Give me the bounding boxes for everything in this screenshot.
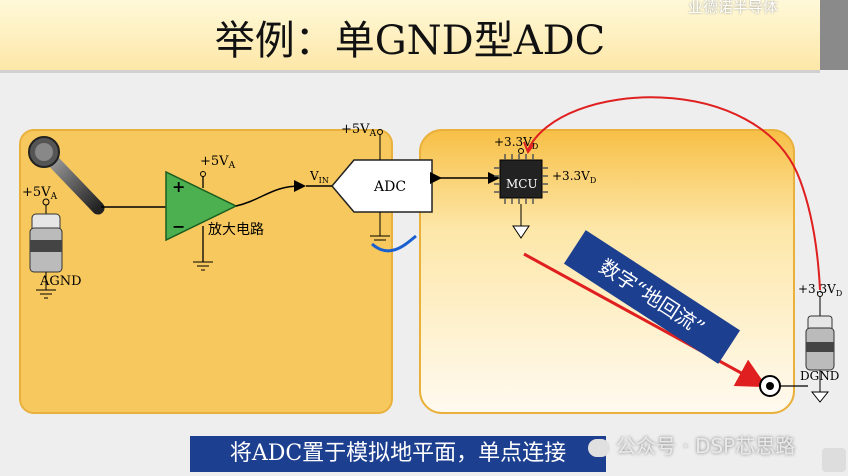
amp-vcc-label: +5V <box>200 154 229 169</box>
svg-text:+3.3VD: +3.3VD <box>798 282 842 298</box>
single-point-link <box>371 234 417 253</box>
supply-return-path <box>527 96 821 291</box>
mcu-chip <box>494 154 548 204</box>
adc-label: ADC <box>373 179 406 195</box>
mcu-vdd-top-label: +3.3V <box>494 135 532 149</box>
battery-icon <box>29 198 63 299</box>
single-ground-point <box>759 375 781 397</box>
amp-name: 放大电路 <box>208 222 264 238</box>
mcu-vdd-right-label: +3.3V <box>552 169 590 183</box>
slide-title: 举例：单GND型ADC <box>214 18 606 64</box>
caption-banner: 将ADC置于模拟地平面，单点连接 <box>190 436 606 472</box>
agnd-label: AGND <box>39 274 82 289</box>
amp-minus: − <box>172 217 185 236</box>
analog-ground-plane <box>19 129 393 414</box>
vin-sub: IN <box>319 176 329 185</box>
svg-text:+5VA: +5VA <box>22 185 58 202</box>
amp-to-vin-wire <box>235 180 306 207</box>
title-bar: 举例：单GND型ADC 业德诺半导体 <box>0 0 820 73</box>
mcu-label: MCU <box>506 177 538 191</box>
expand-button[interactable] <box>822 448 846 472</box>
wechat-icon <box>588 438 610 457</box>
microphone-icon <box>28 136 105 215</box>
adc-block <box>331 159 433 213</box>
mcu-vdd-top-sub: D <box>532 142 538 151</box>
corner-strip <box>820 0 848 70</box>
title-band <box>0 0 820 70</box>
svg-text:VIN: VIN <box>309 169 329 185</box>
amplifier-triangle <box>165 170 238 242</box>
watermark-bottom: 公众号 · DSP芯思路 <box>588 430 795 459</box>
adc-vcc-label: +5V <box>341 122 370 137</box>
watermark-top: 业德诺半导体 <box>687 0 778 16</box>
adc-vcc-sub: A <box>369 129 377 139</box>
amp-vcc-sub: A <box>228 161 236 171</box>
svg-text:+3.3VD: +3.3VD <box>494 135 538 151</box>
dgnd-label: DGND <box>800 369 839 383</box>
svg-text:+5VA: +5VA <box>200 154 236 171</box>
mic-vcc-label: +5V <box>22 185 51 200</box>
vin-label: V <box>309 169 319 183</box>
amp-plus: + <box>172 177 185 196</box>
dgnd-vdd-sub: D <box>836 289 842 298</box>
dgnd-vdd-label: +3.3V <box>798 282 836 296</box>
mcu-vdd-right-sub: D <box>590 176 596 185</box>
dgnd-battery-icon <box>805 291 835 403</box>
svg-text:+3.3VD: +3.3VD <box>552 169 596 185</box>
watermark-bottom-text: 公众号 · DSP芯思路 <box>616 434 796 458</box>
svg-text:+5VA: +5VA <box>341 122 377 139</box>
mic-vcc-sub: A <box>50 192 58 202</box>
mcu-ground-symbol <box>512 225 530 239</box>
